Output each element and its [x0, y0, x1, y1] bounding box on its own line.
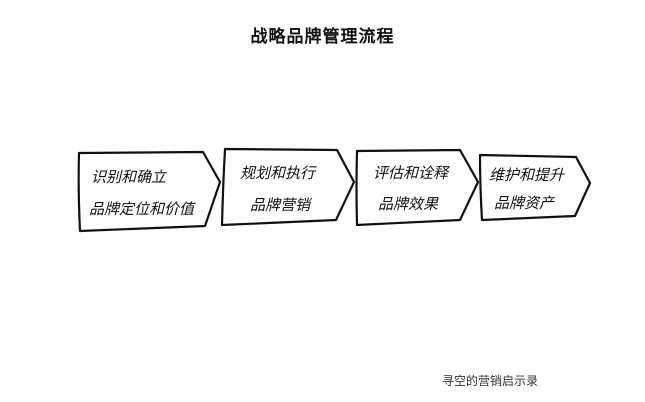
step-3-arrow-shape — [355, 148, 480, 227]
step-2-line2: 品牌营销 — [250, 196, 313, 214]
step-4-arrow-shape — [478, 153, 592, 222]
process-step-2: 规划和执行 品牌营销 — [220, 147, 356, 227]
process-step-3: 评估和诠释 品牌效果 — [355, 148, 480, 227]
step-2-line1: 规划和执行 — [240, 164, 317, 182]
step-3-line1: 评估和诠释 — [373, 164, 450, 182]
step-4-line1: 维护和提升 — [489, 166, 565, 184]
step-2-arrow-shape — [220, 147, 356, 227]
step-3-line2: 品牌效果 — [378, 195, 439, 213]
step-1-line1: 识别和确立 — [91, 168, 168, 186]
process-step-4: 维护和提升 品牌资产 — [478, 153, 592, 222]
diagram-title: 战略品牌管理流程 — [250, 27, 395, 47]
step-4-line2: 品牌资产 — [494, 194, 556, 212]
step-1-line2: 品牌定位和价值 — [89, 200, 196, 218]
process-step-1: 识别和确立 品牌定位和价值 — [77, 150, 222, 233]
step-1-arrow-shape — [77, 150, 222, 233]
footer-caption: 寻空的营销启示录 — [442, 374, 539, 388]
